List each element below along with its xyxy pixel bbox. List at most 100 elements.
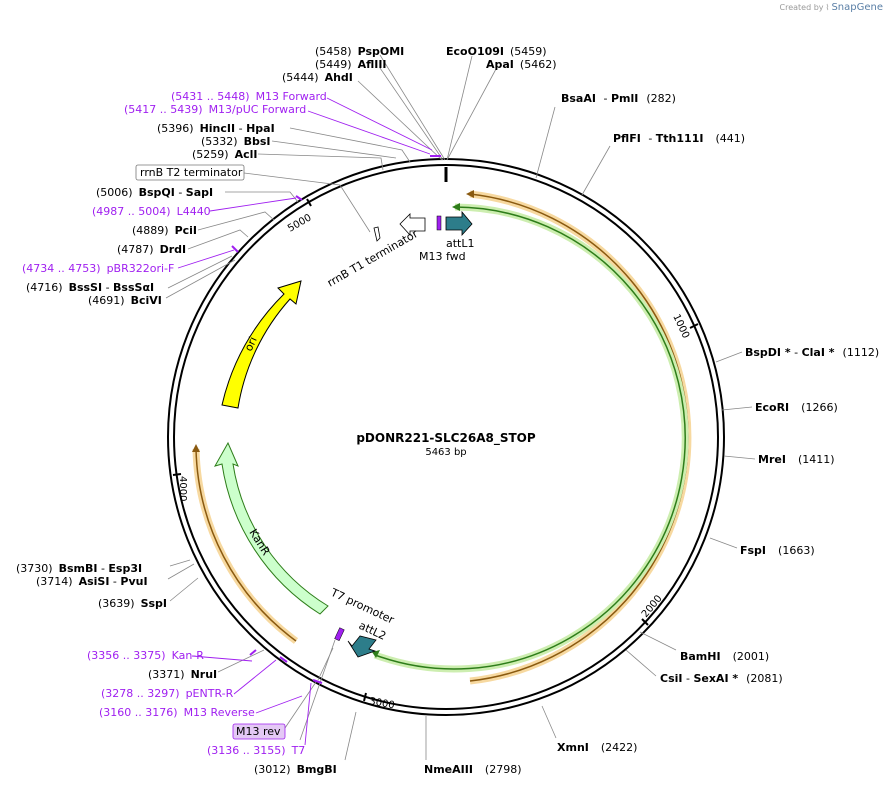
site-sspi: (3639)SspI — [98, 597, 167, 610]
site-pmli-name: PmlI — [611, 92, 638, 105]
attl1-arrow — [445, 210, 473, 237]
site-bbsi-name: BbsI — [244, 135, 271, 148]
site-pvui-name: PvuI — [120, 575, 147, 588]
primer-pbr322ori-f-name: pBR322ori-F — [107, 262, 175, 275]
leader-m13puc — [307, 110, 431, 155]
site-bspqi-name: BspQI — [139, 186, 175, 199]
snapgene-credit: Created by ⌇ SnapGene — [780, 2, 883, 13]
primer-kan-r-range: (3356 .. 3375) — [87, 649, 166, 662]
attl2-arrow — [347, 635, 377, 658]
site-mrei: MreI(1411) — [758, 453, 835, 466]
site-ecoo109i-name: EcoO109I — [446, 45, 504, 58]
site-pflfi: PflFI - Tth111I(441) — [613, 132, 745, 145]
site-bbsi: (5332) BbsI — [201, 135, 270, 148]
site-acli-name: AclI — [235, 148, 258, 161]
site-ecoo109i: EcoO109I (5459) — [446, 45, 547, 58]
leader-bsssi — [167, 255, 233, 289]
primer-t7-name: T7 — [291, 744, 306, 757]
leader-fspi — [709, 537, 738, 549]
site-bsssi-pos: (4716) — [26, 281, 63, 294]
m13-rev-label: M13 rev — [236, 725, 281, 738]
tick-2000-mark — [641, 618, 649, 626]
leader-pentr — [233, 659, 277, 695]
site-apai-name: ApaI — [486, 58, 514, 71]
left-orange-feature — [192, 448, 299, 644]
rrnb-t2-label: rrnB T2 terminator — [140, 166, 243, 179]
site-sexai-name: SexAI * — [693, 672, 738, 685]
tick-3000-mark — [363, 692, 367, 702]
site-bsmbi: (3730)BsmBI - Esp3I — [16, 562, 142, 575]
site-asisi-name: AsiSI — [79, 575, 110, 588]
site-pflfi-name: PflFI — [613, 132, 641, 145]
site-clai-name: ClaI * — [802, 346, 835, 359]
leader-m13reverse — [255, 695, 303, 714]
site-bbsi-pos: (5332) — [201, 135, 238, 148]
primer-l4440-name: L4440 — [177, 205, 211, 218]
primer-m13puc-forward-name: M13/pUC Forward — [209, 103, 307, 116]
leader-csii — [625, 649, 657, 677]
site-bspqi-pos: (5006) — [96, 186, 133, 199]
site-ecoo109i-pos: (5459) — [510, 45, 547, 58]
site-pspomi-name: PspOMI — [358, 45, 405, 58]
site-hincii: (5396)HincII - HpaI — [157, 122, 275, 135]
site-pcii-name: PciI — [175, 224, 197, 237]
site-apai-pos: (5462) — [520, 58, 557, 71]
site-csii-pos: (2081) — [746, 672, 783, 685]
site-ahdi: (5444)AhdI — [282, 71, 353, 84]
site-bsssai-name: BssSαI — [113, 281, 154, 294]
leader-bspdi — [715, 351, 743, 363]
site-apai: ApaI (5462) — [486, 58, 556, 71]
site-bmgbi-name: BmgBI — [297, 763, 337, 776]
site-bspdi-pos: (1112) — [843, 346, 880, 359]
site-fspi: FspI(1663) — [740, 544, 815, 557]
site-sapi-name: SapI — [186, 186, 213, 199]
site-csii-name: CsiI — [660, 672, 682, 685]
primer-pentr-r: (3278 .. 3297)pENTR-R — [101, 687, 234, 700]
rrnb-t2-box — [135, 164, 245, 181]
site-pflfi-pos: (441) — [715, 132, 745, 145]
leader-bspqi — [225, 191, 299, 203]
site-pcii-pos: (4889) — [132, 224, 169, 237]
primer-marks — [231, 155, 441, 684]
site-mrei-name: MreI — [758, 453, 786, 466]
tick-2000: 2000 — [640, 593, 665, 620]
leader-pbr322 — [177, 249, 235, 269]
site-bsmbi-name: BsmBI — [59, 562, 98, 575]
primer-m13-forward-name: M13 Forward — [256, 90, 327, 103]
leader-ecoo109i — [446, 55, 473, 161]
leader-ecori — [721, 406, 753, 411]
site-hincii-pos: (5396) — [157, 122, 194, 135]
green-arrow-end — [372, 650, 380, 658]
backbone-outer — [167, 158, 725, 716]
leader-acli — [257, 153, 384, 171]
site-bamhi-name: BamHI — [680, 650, 721, 663]
left-orange-feature-line — [195, 448, 297, 642]
snapgene-logo-icon: ⌇ — [825, 3, 830, 12]
site-hincii-name: HincII — [200, 122, 236, 135]
mark-m13reverse — [312, 679, 323, 684]
site-tth111i-name: Tth111I — [656, 132, 704, 145]
leader-asisi — [167, 563, 195, 580]
primer-m13puc-forward: (5417 .. 5439)M13/pUC Forward — [124, 103, 306, 116]
rrnb-t1-arrow — [399, 213, 426, 237]
leader-bmgbi — [344, 711, 357, 761]
leader-afliii — [379, 67, 444, 161]
site-sspi-name: SspI — [141, 597, 167, 610]
primer-pbr322ori-f: (4734 .. 4753)pBR322ori-F — [22, 262, 174, 275]
leader-m13forward — [326, 97, 433, 151]
site-drdi-pos: (4787) — [117, 243, 154, 256]
leader-pspomi — [379, 54, 446, 161]
site-nrui-name: NruI — [191, 668, 218, 681]
site-xmni-pos: (2422) — [601, 741, 638, 754]
site-bcivi: (4691)BciVI — [88, 294, 162, 307]
site-bspqi: (5006)BspQI - SapI — [96, 186, 213, 199]
tick-5000-mark — [306, 198, 312, 207]
site-nmeaiii: NmeAIII(2798) — [424, 763, 522, 776]
kanr-arrow — [213, 441, 329, 615]
site-bsmbi-pos: (3730) — [16, 562, 53, 575]
site-csii: CsiI - SexAI *(2081) — [660, 672, 783, 685]
tick-4000: 4000 — [177, 476, 188, 501]
leader-hincii — [289, 127, 411, 163]
ori-label: ori — [242, 335, 260, 353]
